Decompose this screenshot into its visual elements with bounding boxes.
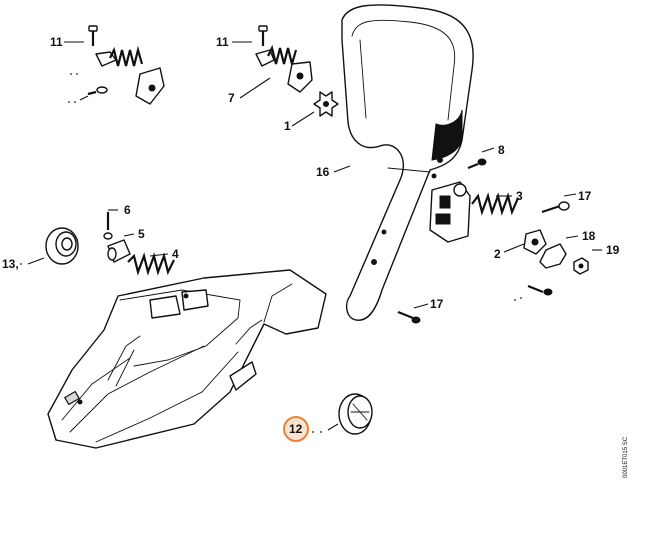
callout-2: 2 xyxy=(494,247,501,261)
screw-11a[interactable] xyxy=(88,25,98,46)
clip-18[interactable] xyxy=(539,243,567,269)
leader-lines xyxy=(20,41,602,433)
bracket-right[interactable] xyxy=(429,181,471,243)
screw-8[interactable] xyxy=(467,158,487,170)
callout-labels: 11 11 7 1 16 8 3 17 18 19 2 17 6 5 4 13, xyxy=(2,35,620,311)
handlebar[interactable] xyxy=(341,4,474,321)
callout-7: 7 xyxy=(228,91,235,105)
screw-small-left[interactable] xyxy=(87,86,108,96)
callout-17b: 17 xyxy=(430,297,444,311)
spring-3[interactable] xyxy=(471,192,520,216)
callout-13: 13, xyxy=(2,257,19,271)
callout-18: 18 xyxy=(582,229,596,243)
callout-11b: 11 xyxy=(216,35,229,49)
main-housing[interactable] xyxy=(47,269,327,449)
callout-19: 19 xyxy=(606,243,620,257)
screw-11b[interactable] xyxy=(258,25,268,46)
sleeve-5[interactable] xyxy=(107,239,131,263)
highlight-ring xyxy=(283,416,309,442)
callout-16: 16 xyxy=(316,165,330,179)
plug-13[interactable] xyxy=(45,227,79,265)
nut-19[interactable] xyxy=(573,257,589,275)
callout-6: 6 xyxy=(124,203,131,217)
reference-code: 0001ET015 SC xyxy=(623,436,629,478)
screw-6[interactable] xyxy=(103,212,113,240)
callout-8: 8 xyxy=(498,143,505,157)
callout-11a: 11 xyxy=(50,35,63,49)
callout-5: 5 xyxy=(138,227,145,241)
callout-4: 4 xyxy=(172,247,179,261)
spring-4[interactable] xyxy=(127,252,175,276)
screw-17a[interactable] xyxy=(541,201,570,214)
screw-17b[interactable] xyxy=(397,310,421,324)
callout-1: 1 xyxy=(284,119,291,133)
star-washer[interactable] xyxy=(313,91,339,117)
callout-17a: 17 xyxy=(578,189,592,203)
damper-2[interactable] xyxy=(523,229,547,255)
callout-12: 12 xyxy=(289,422,303,436)
callout-3: 3 xyxy=(516,189,523,203)
cap-12[interactable] xyxy=(338,393,373,435)
callout-12-highlight[interactable]: 12 xyxy=(283,416,309,442)
buffer-spring-middle[interactable] xyxy=(255,44,313,93)
screw-small-right[interactable] xyxy=(527,284,553,296)
buffer-spring-left[interactable] xyxy=(95,45,165,105)
